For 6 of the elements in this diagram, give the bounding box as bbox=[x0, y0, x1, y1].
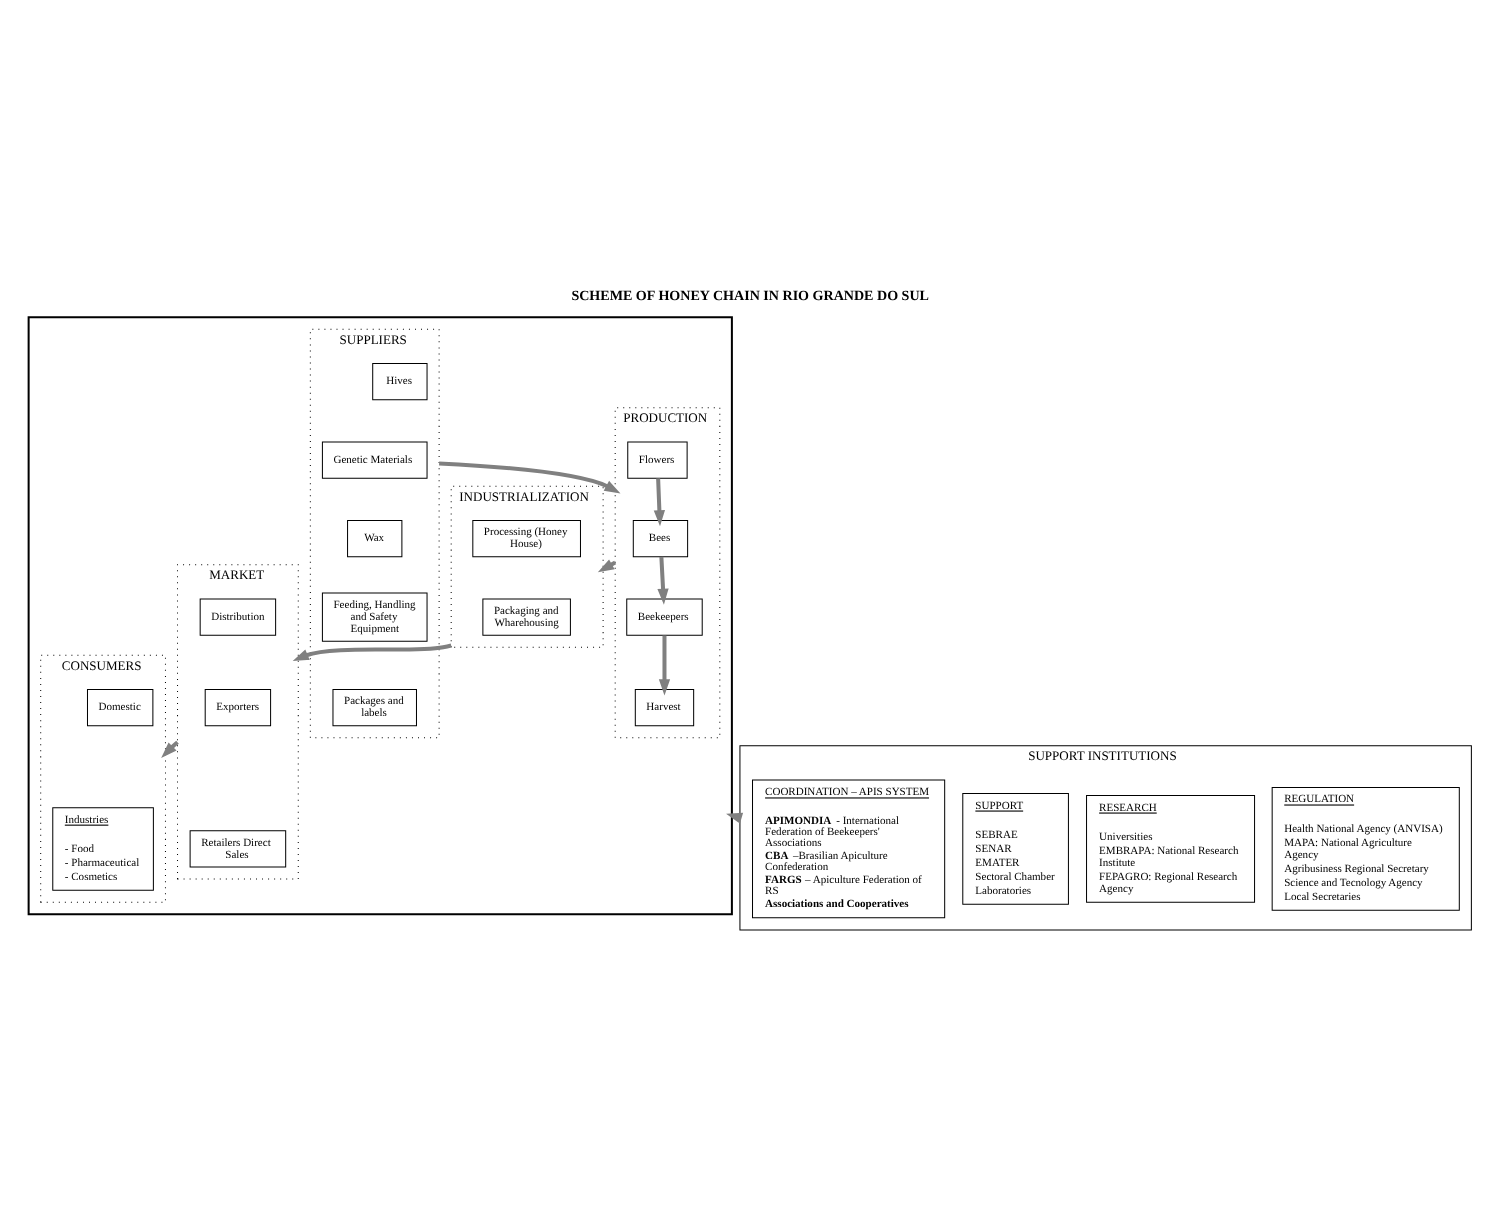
arrow bbox=[292, 643, 452, 661]
arrow bbox=[658, 635, 671, 696]
cluster bbox=[27, 316, 733, 916]
arrow bbox=[657, 556, 669, 605]
arrow bbox=[439, 461, 621, 494]
arrow bbox=[653, 478, 666, 527]
